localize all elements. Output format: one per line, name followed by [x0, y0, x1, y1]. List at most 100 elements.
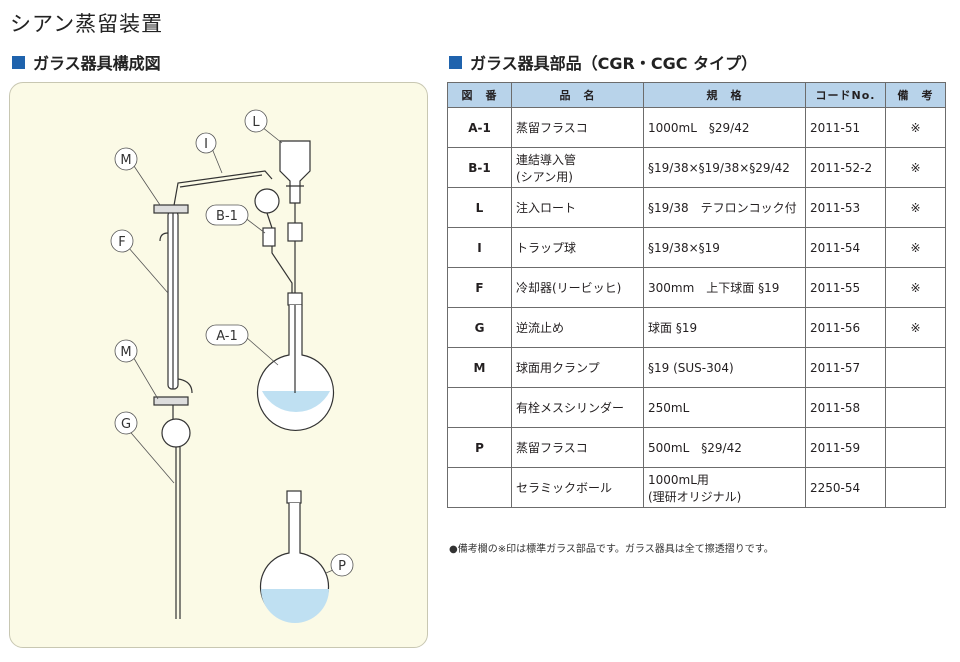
cell-code: 2250-54	[805, 467, 886, 508]
table-heading: ガラス器具部品（CGR・CGC タイプ）	[449, 50, 757, 74]
backflow-bulb-shape	[161, 418, 191, 448]
cell-note: ※	[885, 187, 946, 228]
cell-fig: F	[447, 267, 512, 308]
cell-spec: 1000mL用 (理研オリジナル)	[643, 467, 806, 508]
label-bubble-g	[114, 411, 138, 435]
header-name: 品 名	[511, 82, 644, 108]
glassware-diagram: M I L F B-1 A-1 M G P	[9, 82, 428, 648]
label-a1: A-1	[216, 329, 238, 344]
header-note: 備 考	[885, 82, 946, 108]
cell-spec: §19/38×§19/38×§29/42	[643, 147, 806, 188]
cell-spec: 球面 §19	[643, 307, 806, 348]
cell-note: ※	[885, 107, 946, 148]
cell-code: 2011-54	[805, 227, 886, 268]
label-g: G	[121, 417, 131, 432]
cell-note	[885, 427, 946, 468]
cell-fig: A-1	[447, 107, 512, 148]
square-bullet-icon	[12, 55, 25, 69]
header-code: コードNo.	[805, 82, 886, 108]
cell-name: 球面用クランプ	[511, 347, 644, 388]
cell-code: 2011-57	[805, 347, 886, 388]
diagram-heading: ガラス器具構成図	[12, 50, 161, 74]
cell-code: 2011-59	[805, 427, 886, 468]
label-bubble-f	[110, 229, 134, 253]
label-m-top: M	[120, 153, 131, 168]
cell-name: 逆流止め	[511, 307, 644, 348]
flask-p-liquid	[261, 589, 329, 623]
cell-note	[885, 387, 946, 428]
cell-code: 2011-52-2	[805, 147, 886, 188]
cell-name: トラップ球	[511, 227, 644, 268]
funnel-shape	[279, 140, 311, 204]
cell-fig	[447, 387, 512, 428]
cell-spec: 300mm 上下球面 §19	[643, 267, 806, 308]
cell-code: 2011-53	[805, 187, 886, 228]
label-bubble-p	[330, 553, 354, 577]
cell-code: 2011-55	[805, 267, 886, 308]
table-header-row: 図 番 品 名 規 格 コードNo. 備 考	[447, 82, 946, 108]
cell-code: 2011-56	[805, 307, 886, 348]
diagram-heading-text: ガラス器具構成図	[33, 54, 161, 73]
cell-name: 蒸留フラスコ	[511, 427, 644, 468]
cell-spec: §19/38×§19	[643, 227, 806, 268]
label-m-bottom: M	[120, 345, 131, 360]
label-l: L	[252, 115, 260, 130]
cell-spec: §19/38 テフロンコック付	[643, 187, 806, 228]
label-p: P	[338, 559, 346, 574]
cell-spec: 250mL	[643, 387, 806, 428]
cell-spec: 500mL §29/42	[643, 427, 806, 468]
cell-name: 連結導入管 (シアン用)	[511, 147, 644, 188]
cell-fig: P	[447, 427, 512, 468]
label-bubble-b1	[205, 204, 249, 226]
cell-note: ※	[885, 307, 946, 348]
cell-code: 2011-51	[805, 107, 886, 148]
label-bubble-m-bottom	[114, 339, 138, 363]
cell-name: 冷却器(リービッヒ)	[511, 267, 644, 308]
clamp-top-shape	[153, 204, 189, 214]
cell-fig	[447, 467, 512, 508]
cell-spec: §19 (SUS-304)	[643, 347, 806, 388]
cell-note	[885, 467, 946, 508]
cell-fig: M	[447, 347, 512, 388]
cell-name: 有栓メスシリンダー	[511, 387, 644, 428]
label-bubble-m-top	[114, 147, 138, 171]
table-heading-text: ガラス器具部品（CGR・CGC タイプ）	[470, 54, 758, 73]
footnote: ●備考欄の※印は標準ガラス部品です。ガラス器具は全て擦透摺りです。	[449, 544, 774, 555]
cell-code: 2011-58	[805, 387, 886, 428]
label-bubble-i	[195, 132, 217, 154]
label-f: F	[118, 235, 125, 250]
page-title: シアン蒸留装置	[10, 12, 164, 36]
cell-spec: 1000mL §29/42	[643, 107, 806, 148]
label-i: I	[204, 137, 208, 152]
label-bubble-a1	[205, 324, 249, 346]
label-b1: B-1	[216, 209, 238, 224]
cell-note	[885, 347, 946, 388]
cell-name: セラミックボール	[511, 467, 644, 508]
header-fig: 図 番	[447, 82, 512, 108]
cell-fig: I	[447, 227, 512, 268]
clamp-bottom-shape	[153, 396, 189, 406]
square-bullet-icon	[449, 55, 462, 69]
apparatus-drawing: M I L F B-1 A-1 M G P	[110, 109, 354, 623]
cell-fig: L	[447, 187, 512, 228]
label-bubble-l	[244, 109, 268, 133]
cell-name: 蒸留フラスコ	[511, 107, 644, 148]
cell-note: ※	[885, 267, 946, 308]
cell-note: ※	[885, 227, 946, 268]
cell-name: 注入ロート	[511, 187, 644, 228]
trap-bulb-shape	[254, 188, 280, 214]
cell-fig: G	[447, 307, 512, 348]
flask-a1-liquid	[262, 391, 330, 413]
cell-fig: B-1	[447, 147, 512, 188]
